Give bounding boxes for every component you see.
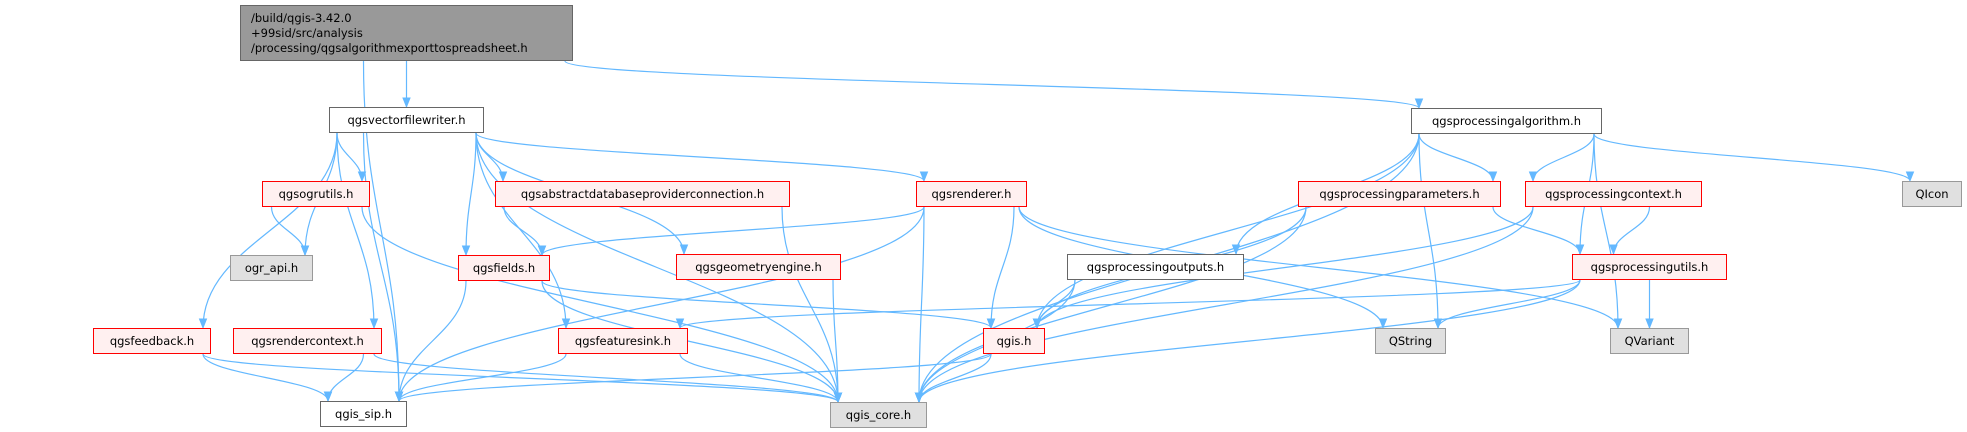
edge-params-to-utils: [1492, 206, 1585, 256]
node-qgsrendercontext[interactable]: qgsrendercontext.h: [233, 328, 382, 354]
edge-utils-to-sink: [676, 279, 1581, 330]
edge-renderer-to-qvariant: [1018, 206, 1623, 330]
node-qgis-sip[interactable]: qgis_sip.h: [320, 401, 407, 427]
node-qgsprocessingutils[interactable]: qgsprocessingutils.h: [1572, 254, 1727, 280]
edge-renderer-to-sip: [394, 206, 925, 403]
edge-vfw-to-renderer: [475, 132, 929, 183]
edge-alg-to-qgis: [1032, 133, 1420, 330]
edge-sink-to-core: [679, 353, 843, 404]
node-qgsprocessingparameters[interactable]: qgsprocessingparameters.h: [1298, 181, 1501, 207]
edge-fields-to-qgis: [541, 280, 996, 330]
node-ogr-api[interactable]: ogr_api.h: [230, 255, 313, 281]
edge-context-to-utils: [1609, 206, 1651, 256]
edge-root-to-alg: [564, 60, 1423, 110]
node-qgsfeaturesink[interactable]: qgsfeaturesink.h: [558, 328, 688, 354]
edge-context-to-qgis: [1032, 206, 1534, 330]
node-qgsprocessingcontext[interactable]: qgsprocessingcontext.h: [1525, 181, 1702, 207]
edge-fields-to-sip: [394, 280, 467, 403]
edge-rctx-to-sip: [323, 353, 365, 403]
edge-vfw-to-ogrutils: [336, 132, 367, 183]
edge-vfw-to-fields: [461, 132, 477, 257]
edge-renderer-to-qgis: [986, 206, 1015, 330]
edge-absdb-to-fields: [503, 206, 547, 257]
edge-utils-to-core: [914, 279, 1581, 404]
node-qvariant[interactable]: QVariant: [1610, 328, 1689, 354]
edge-alg-to-qstring: [1418, 133, 1443, 330]
node-qgsprocessingoutputs[interactable]: qgsprocessingoutputs.h: [1067, 254, 1244, 280]
edge-fields-to-core: [541, 280, 843, 404]
edge-feedback-to-sip: [202, 353, 333, 403]
edge-vfw-to-sink: [475, 132, 571, 330]
root-path-line-2: +99sid/src/analysis: [251, 25, 363, 40]
edge-vfw-to-feedback: [198, 132, 338, 330]
node-qgis-h[interactable]: qgis.h: [983, 328, 1045, 354]
edge-ogrutils-to-ograpi: [270, 206, 310, 257]
edge-utils-to-qstring: [1433, 279, 1581, 330]
edge-vfw-to-core: [475, 132, 843, 404]
node-qgsabstractdatabaseproviderconnection[interactable]: qgsabstractdatabaseproviderconnection.h: [495, 181, 790, 207]
edge-alg-to-qvariant: [1593, 133, 1623, 330]
edge-renderer-to-core: [914, 206, 925, 404]
node-qicon[interactable]: QIcon: [1902, 181, 1962, 207]
node-qgsrenderer[interactable]: qgsrenderer.h: [916, 181, 1027, 207]
root-file-node[interactable]: /build/qgis-3.42.0 +99sid/src/analysis /…: [240, 5, 573, 61]
node-qstring[interactable]: QString: [1375, 328, 1446, 354]
node-qgsfields[interactable]: qgsfields.h: [458, 255, 550, 281]
edge-ogrutils-to-core: [361, 206, 843, 404]
root-path-line-1: /build/qgis-3.42.0: [251, 10, 352, 25]
root-path-line-3: /processing/qgsalgorithmexporttospreadsh…: [251, 40, 528, 55]
edge-context-to-core: [914, 206, 1534, 404]
edge-geom-to-core: [832, 279, 843, 404]
node-qgsgeometryengine[interactable]: qgsgeometryengine.h: [676, 254, 841, 280]
edge-absdb-to-core: [781, 206, 843, 404]
node-qgsfeedback[interactable]: qgsfeedback.h: [93, 328, 211, 354]
node-qgsvectorfilewriter[interactable]: qgsvectorfilewriter.h: [329, 107, 484, 133]
node-qgsogrutils[interactable]: qgsogrutils.h: [262, 181, 370, 207]
edge-vfw-to-rctx: [336, 132, 379, 330]
node-qgsprocessingalgorithm[interactable]: qgsprocessingalgorithm.h: [1411, 108, 1602, 134]
edge-vfw-to-sip: [362, 132, 404, 403]
edge-renderer-to-fields: [537, 206, 925, 257]
node-qgis-core[interactable]: qgis_core.h: [830, 402, 927, 428]
edge-rctx-to-core: [373, 353, 843, 404]
edge-feedback-to-core: [202, 353, 843, 404]
edge-alg-to-params: [1418, 133, 1498, 183]
edge-sink-to-sip: [394, 353, 567, 403]
edge-alg-to-context: [1528, 133, 1595, 183]
edge-qgis-to-sip: [394, 353, 992, 403]
edge-vfw-to-absdb: [475, 132, 508, 183]
edge-alg-to-qicon: [1593, 133, 1915, 183]
